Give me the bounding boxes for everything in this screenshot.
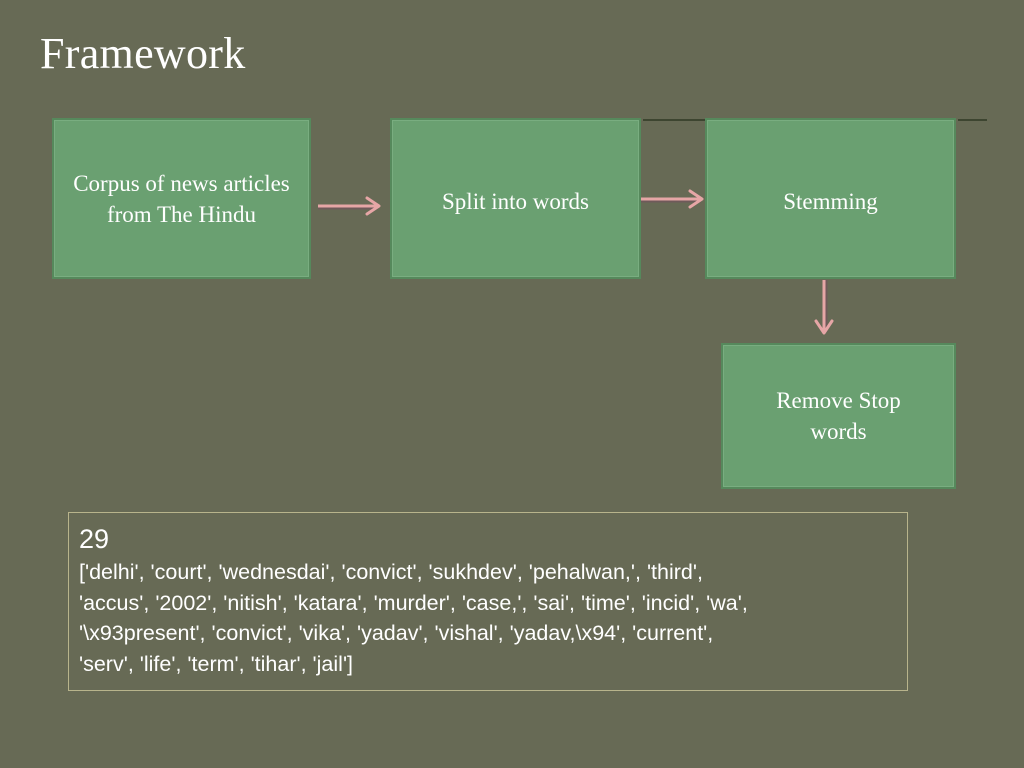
step-label-stemming: Stemming bbox=[783, 189, 878, 214]
step-box-split: Split into words bbox=[390, 118, 641, 279]
arrow-right-icon bbox=[641, 189, 704, 209]
connector-line-left bbox=[643, 119, 705, 121]
step-label-stopwords: Remove Stop words bbox=[776, 388, 901, 444]
slide-title: Framework bbox=[40, 29, 246, 78]
step-box-corpus: Corpus of news articles from The Hindu bbox=[52, 118, 311, 279]
output-box: 29 ['delhi', 'court', 'wednesdai', 'conv… bbox=[68, 512, 908, 691]
step-label-split: Split into words bbox=[442, 189, 589, 214]
connector-line-right bbox=[958, 119, 987, 121]
arrow-right-icon bbox=[318, 196, 381, 216]
arrow-down-icon bbox=[814, 280, 834, 335]
step-box-stopwords: Remove Stop words bbox=[721, 343, 956, 489]
token-count: 29 bbox=[79, 524, 110, 554]
step-label-corpus: Corpus of news articles from The Hindu bbox=[73, 170, 290, 227]
step-box-stemming: Stemming bbox=[705, 118, 956, 279]
token-list: ['delhi', 'court', 'wednesdai', 'convict… bbox=[79, 560, 748, 676]
